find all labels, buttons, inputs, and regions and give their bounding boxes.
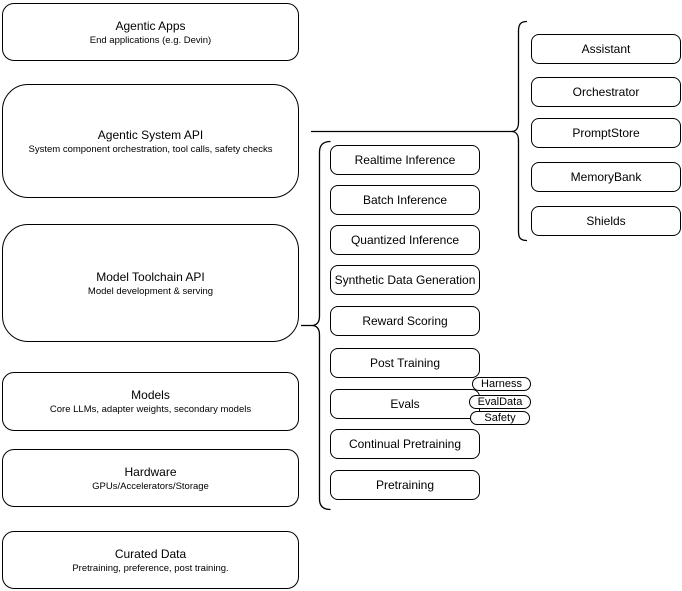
pill-label: Harness — [481, 377, 522, 390]
box-title: Curated Data — [114, 546, 187, 561]
box-label: PromptStore — [572, 126, 640, 140]
box-subtitle: End applications (e.g. Devin) — [89, 34, 212, 46]
pill-label: EvalData — [477, 395, 523, 408]
box-subtitle: Core LLMs, adapter weights, secondary mo… — [49, 404, 252, 415]
brace-agentic-group — [511, 20, 528, 242]
box-label: Evals — [390, 397, 420, 411]
box-agentic-apps: Agentic Apps End applications (e.g. Devi… — [2, 3, 299, 61]
box-shields: Shields — [531, 206, 681, 236]
pill-label: Safety — [484, 411, 516, 424]
box-batch-inference: Batch Inference — [330, 185, 480, 215]
box-models: Models Core LLMs, adapter weights, secon… — [2, 372, 299, 431]
box-label: Shields — [586, 214, 626, 228]
box-curated-data: Curated Data Pretraining, preference, po… — [2, 531, 299, 589]
box-title: Agentic Apps — [115, 18, 186, 33]
box-pretraining: Pretraining — [330, 470, 480, 500]
box-title: Hardware — [124, 464, 177, 479]
box-label: Reward Scoring — [362, 314, 448, 328]
box-synthetic-data-generation: Synthetic Data Generation — [330, 265, 480, 295]
brace-toolchain-group — [311, 140, 331, 511]
box-reward-scoring: Reward Scoring — [330, 306, 480, 336]
box-evals: Evals — [330, 389, 480, 419]
box-label: Assistant — [581, 42, 631, 56]
box-subtitle: GPUs/Accelerators/Storage — [92, 480, 209, 492]
box-subtitle: Model development & serving — [87, 285, 214, 297]
box-continual-pretraining: Continual Pretraining — [330, 429, 480, 459]
box-orchestrator: Orchestrator — [531, 77, 681, 107]
box-title: Agentic System API — [97, 127, 204, 142]
box-hardware: Hardware GPUs/Accelerators/Storage — [2, 449, 299, 507]
box-assistant: Assistant — [531, 34, 681, 64]
box-realtime-inference: Realtime Inference — [330, 145, 480, 175]
box-title: Model Toolchain API — [96, 269, 205, 284]
box-label: Synthetic Data Generation — [334, 273, 476, 287]
box-label: Post Training — [369, 356, 441, 370]
box-label: Continual Pretraining — [348, 437, 462, 451]
box-label: Quantized Inference — [350, 233, 460, 247]
box-quantized-inference: Quantized Inference — [330, 225, 480, 255]
box-post-training: Post Training — [330, 348, 480, 378]
box-subtitle: System component orchestration, tool cal… — [28, 143, 273, 155]
box-agentic-system-api: Agentic System API System component orch… — [2, 84, 299, 198]
box-label: Pretraining — [375, 478, 435, 492]
box-title: Models — [131, 388, 170, 402]
box-label: Realtime Inference — [354, 153, 456, 167]
pill-safety: Safety — [470, 411, 530, 425]
box-subtitle: Pretraining, preference, post training. — [72, 562, 229, 574]
box-label: Orchestrator — [572, 85, 640, 99]
box-promptstore: PromptStore — [531, 118, 681, 148]
box-label: MemoryBank — [570, 170, 642, 184]
box-label: Batch Inference — [362, 193, 448, 207]
pill-evaldata: EvalData — [469, 395, 531, 409]
pill-harness: Harness — [472, 377, 531, 391]
box-model-toolchain-api: Model Toolchain API Model development & … — [2, 224, 299, 342]
box-memorybank: MemoryBank — [531, 162, 681, 192]
